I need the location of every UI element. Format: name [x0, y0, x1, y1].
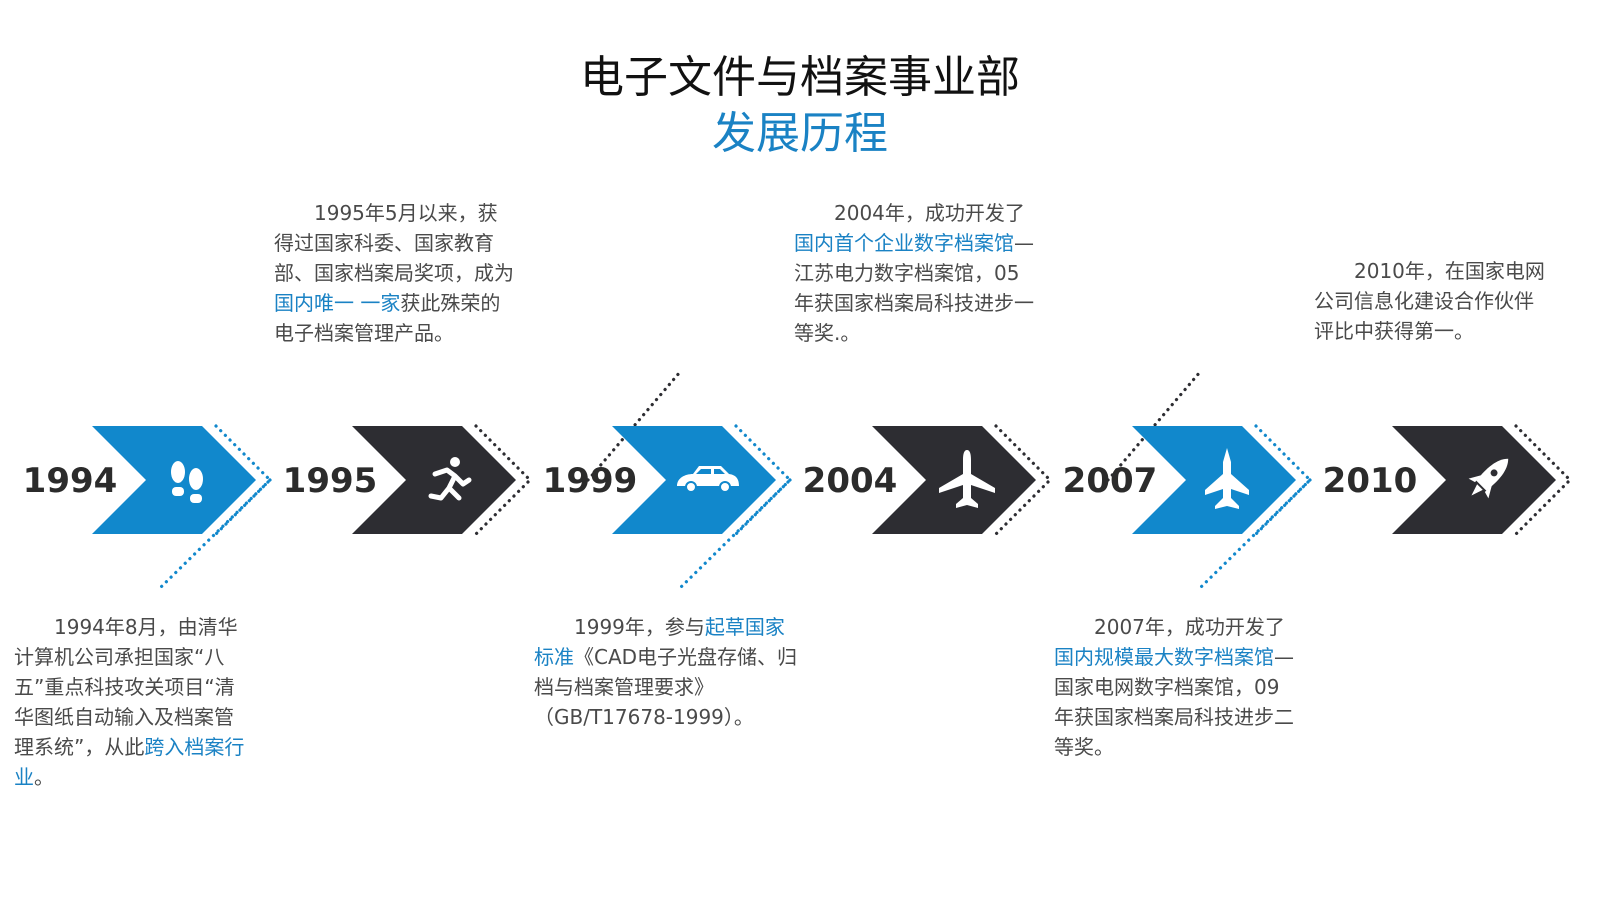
milestone-2010: 2010 — [1323, 424, 1573, 536]
desc-text: 获此殊荣的电子档案管理产品。 — [274, 291, 501, 345]
dotted-chevron — [1514, 424, 1573, 536]
highlight-text: 国内唯一 一家 — [274, 291, 401, 315]
page-title: 电子文件与档案事业部 — [580, 52, 1020, 103]
milestone-1995: 1995 — [283, 370, 682, 536]
dotted-chevron — [1254, 424, 1313, 536]
highlight-text: 起草国家标准 — [534, 615, 785, 669]
milestone-1994: 1994 — [23, 424, 273, 590]
year-label: 2007 — [1063, 461, 1158, 501]
airplane-icon — [939, 450, 995, 508]
dotted-leader — [158, 478, 272, 590]
year-label: 1994 — [23, 461, 118, 501]
milestone-desc-2004: 2004年，成功开发了国内首个企业数字档案馆—江苏电力数字档案馆，05年获国家档… — [794, 198, 1038, 348]
dotted-leader — [1106, 370, 1202, 482]
dotted-chevron — [214, 424, 273, 536]
desc-text: 1994年8月，由清华计算机公司承担国家“八五”重点科技攻关项目“清华图纸自动输… — [14, 615, 238, 759]
desc-text: 2004年，成功开发了 — [834, 201, 1025, 225]
year-label: 1999 — [543, 461, 638, 501]
milestone-desc-1999: 1999年，参与起草国家标准《CAD电子光盘存储、归档与档案管理要求》（GB/T… — [534, 612, 800, 732]
milestone-2004: 2004 — [803, 370, 1202, 536]
desc-text: 1999年，参与 — [574, 615, 705, 639]
year-label: 2004 — [803, 461, 898, 501]
fighter-jet-icon — [1205, 448, 1249, 509]
desc-text: 2010年，在国家电网公司信息化建设合作伙伴评比中获得第一。 — [1314, 259, 1545, 343]
dotted-leader — [586, 370, 682, 482]
desc-text: 2007年，成功开发了 — [1094, 615, 1285, 639]
car-icon — [677, 466, 739, 493]
milestone-desc-2010: 2010年，在国家电网公司信息化建设合作伙伴评比中获得第一。 — [1314, 256, 1550, 346]
milestone-desc-1995: 1995年5月以来，获得过国家科委、国家教育部、国家档案局奖项，成为国内唯一 一… — [274, 198, 514, 348]
chevron-shape — [1132, 426, 1296, 534]
dotted-chevron — [474, 424, 533, 536]
highlight-text: 跨入档案行业 — [14, 735, 245, 789]
desc-text: 。 — [34, 765, 54, 789]
milestone-1999: 1999 — [543, 424, 793, 590]
desc-text: —国家电网数字档案馆，09年获国家档案局科技进步二等奖。 — [1054, 645, 1294, 759]
desc-text: —江苏电力数字档案馆，05年获国家档案局科技进步一等奖.。 — [794, 231, 1034, 345]
chevron-shape — [352, 426, 516, 534]
year-label: 2010 — [1323, 461, 1418, 501]
footprints-icon — [171, 461, 203, 503]
dotted-leader — [678, 478, 792, 590]
desc-text: 1995年5月以来，获得过国家科委、国家教育部、国家档案局奖项，成为 — [274, 201, 514, 285]
milestone-2007: 2007 — [1063, 424, 1313, 590]
dotted-chevron — [734, 424, 793, 536]
highlight-text: 国内规模最大数字档案馆 — [1054, 645, 1274, 669]
highlight-text: 国内首个企业数字档案馆 — [794, 231, 1014, 255]
page-subtitle: 发展历程 — [712, 108, 888, 159]
running-person-icon — [428, 457, 472, 501]
dotted-chevron — [994, 424, 1053, 536]
dotted-leader — [1198, 478, 1312, 590]
year-label: 1995 — [283, 461, 378, 501]
milestone-desc-2007: 2007年，成功开发了国内规模最大数字档案馆—国家电网数字档案馆，09年获国家档… — [1054, 612, 1298, 762]
desc-text: 《CAD电子光盘存储、归档与档案管理要求》（GB/T17678-1999）。 — [534, 645, 798, 729]
milestone-desc-1994: 1994年8月，由清华计算机公司承担国家“八五”重点科技攻关项目“清华图纸自动输… — [14, 612, 246, 792]
